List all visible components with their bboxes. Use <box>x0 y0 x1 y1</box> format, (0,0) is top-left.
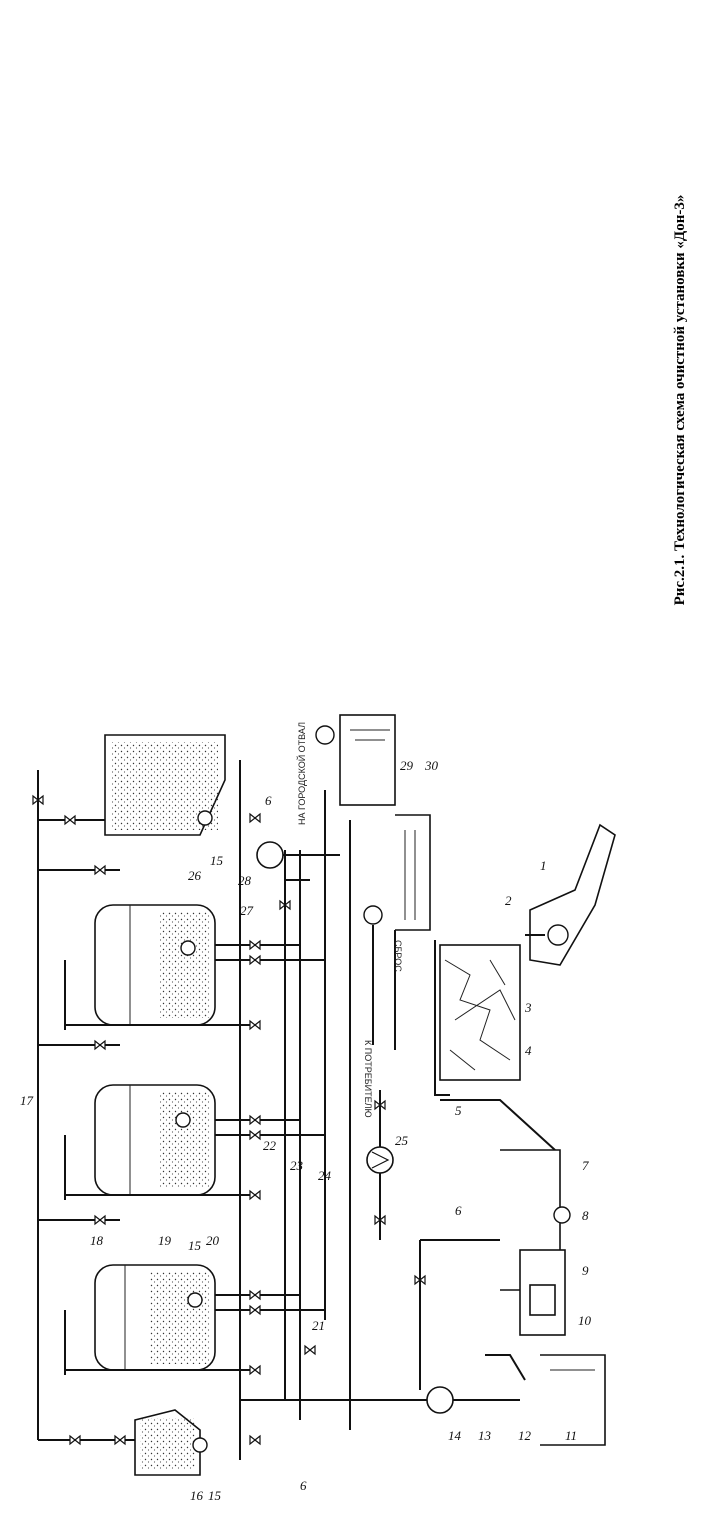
storage-29 <box>315 714 396 806</box>
label-15b: 15 <box>208 1488 222 1503</box>
filter-26 <box>104 734 226 836</box>
tank-16 <box>134 1409 208 1476</box>
tank-9-10 <box>519 1249 566 1336</box>
label-8: 8 <box>582 1208 589 1223</box>
label-9: 9 <box>582 1263 589 1278</box>
label-24: 24 <box>318 1168 332 1183</box>
label-12: 12 <box>518 1428 532 1443</box>
label-10: 10 <box>578 1313 592 1328</box>
pipe-17 <box>37 770 150 1441</box>
label-6c: 6 <box>300 1478 307 1493</box>
label-5: 5 <box>455 1103 462 1118</box>
pump-28 <box>256 841 340 925</box>
label-15a: 15 <box>210 853 224 868</box>
annotation-discharge: СБРОС <box>393 940 403 972</box>
rock-filter-3-4 <box>434 940 521 1096</box>
label-23: 23 <box>290 1158 304 1173</box>
label-14: 14 <box>448 1428 462 1443</box>
label-15c: 15 <box>188 1238 202 1253</box>
label-19: 19 <box>158 1233 172 1248</box>
label-2: 2 <box>505 893 512 908</box>
consumer-pump <box>363 905 383 1045</box>
label-17: 17 <box>20 1093 34 1108</box>
label-1: 1 <box>540 858 547 873</box>
label-26: 26 <box>188 868 202 883</box>
figure-caption: Рис.2.1. Технологическая схема очистной … <box>672 194 688 606</box>
label-6b: 6 <box>455 1203 462 1218</box>
label-13: 13 <box>478 1428 492 1443</box>
tank-11-12-13 <box>485 1354 606 1446</box>
label-28: 28 <box>238 873 252 888</box>
settler-30 <box>394 814 431 1050</box>
label-11: 11 <box>565 1428 577 1443</box>
label-21: 21 <box>312 1318 325 1333</box>
pressure-filter-1 <box>94 904 216 1026</box>
label-4: 4 <box>525 1043 532 1058</box>
label-25: 25 <box>395 1133 409 1148</box>
pressure-filter-2 <box>94 1084 216 1196</box>
label-7: 7 <box>582 1158 589 1173</box>
label-27: 27 <box>240 903 254 918</box>
label-22: 22 <box>263 1138 277 1153</box>
inlet-pump-1-2 <box>525 823 616 966</box>
label-6a: 6 <box>265 793 272 808</box>
label-29: 29 <box>400 758 414 773</box>
pipes-22-23-24 <box>239 760 351 1460</box>
pump-25 <box>366 1090 394 1240</box>
label-20: 20 <box>206 1233 220 1248</box>
annotation-to-consumer: К ПОТРЕБИТЕЛЮ <box>363 1040 373 1118</box>
pressure-filter-3 <box>94 1264 216 1371</box>
label-3: 3 <box>524 1000 532 1015</box>
label-16: 16 <box>190 1488 204 1503</box>
pipe-6-bottom <box>240 1239 520 1414</box>
label-30: 30 <box>424 758 439 773</box>
annotation-to-city: НА ГОРОДСКОЙ ОТВАЛ <box>296 722 307 825</box>
label-18: 18 <box>90 1233 104 1248</box>
